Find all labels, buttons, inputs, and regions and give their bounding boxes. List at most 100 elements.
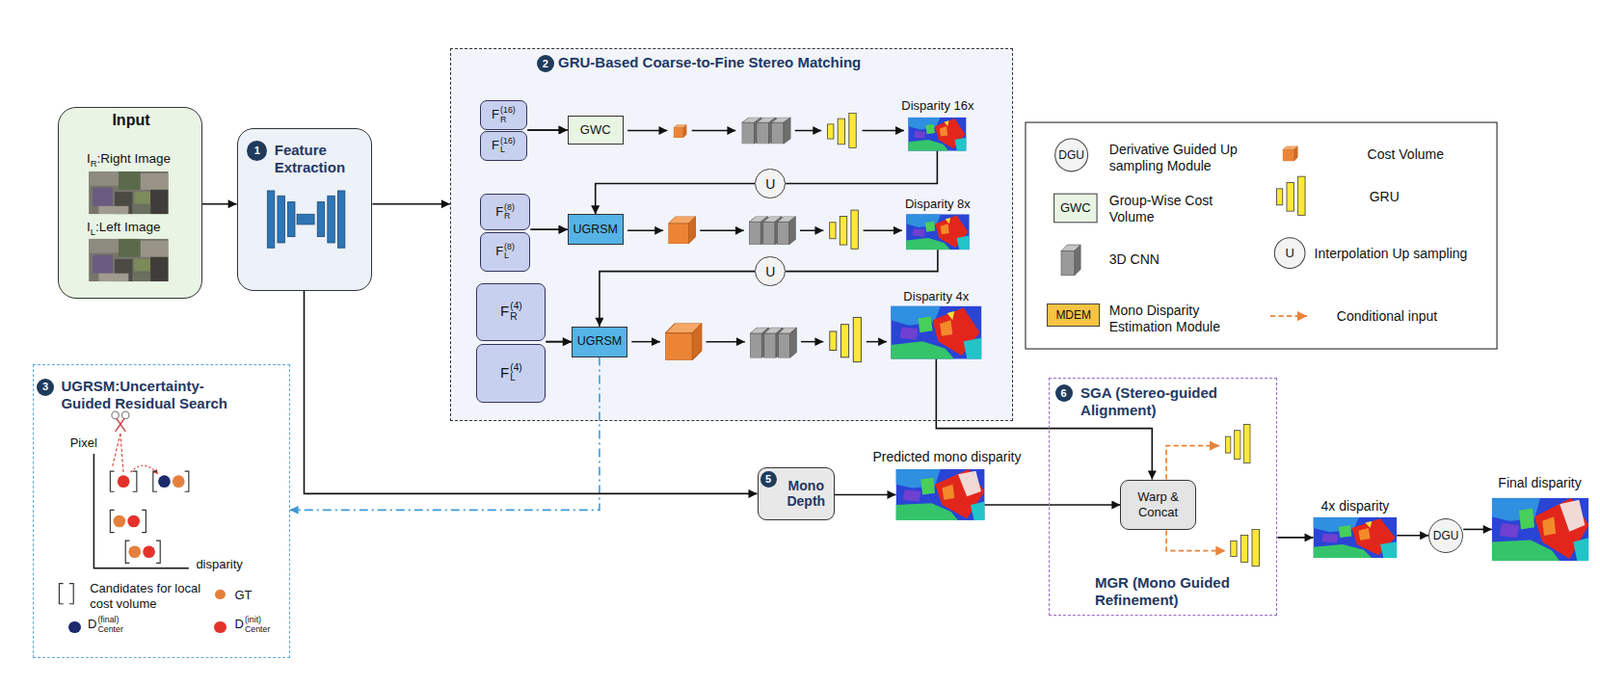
node-text: FL(8) xyxy=(495,242,515,262)
feature-map-box: FR(4) xyxy=(476,283,546,341)
legend-slot: 3D CNN xyxy=(1109,251,1212,268)
dgu-circle: DGU xyxy=(1428,518,1464,554)
node-text: IL:Left Image xyxy=(86,219,202,238)
subscript: Center xyxy=(244,625,271,635)
connector xyxy=(545,341,571,344)
upsample-circle: U xyxy=(754,256,786,288)
legend-slot: Cost Volume xyxy=(1367,146,1480,163)
node-text: FR(16) xyxy=(491,106,516,125)
connector xyxy=(527,129,567,132)
node-text: Mono Depth xyxy=(778,478,834,511)
legend-slot: GT xyxy=(234,587,275,604)
text-part: F xyxy=(491,106,500,122)
label-slot: Pixel xyxy=(63,434,105,452)
legend-slot: Interpolation Up sampling xyxy=(1314,245,1489,263)
index-stack: Center(init) xyxy=(244,615,271,635)
label-slot: U xyxy=(1274,238,1306,269)
feature-map-box: FL(16) xyxy=(480,131,529,162)
legend-text: GT xyxy=(234,587,275,604)
label-text: GWC xyxy=(1060,200,1092,216)
node-text: Final disparity xyxy=(1488,475,1593,492)
legend-slot: DCenter(final) xyxy=(87,615,170,635)
ugrsm-panel: UGRSM:Uncertainty- Guided Residual Searc… xyxy=(32,364,291,659)
text-part: F xyxy=(491,137,500,153)
legend-text: Group-Wise Cost Volume xyxy=(1109,192,1248,226)
connector xyxy=(834,494,897,497)
connector xyxy=(1463,529,1493,532)
connector xyxy=(545,341,571,344)
text-part: F xyxy=(495,243,504,259)
callout-number: 3 xyxy=(36,378,54,397)
image-frame xyxy=(907,117,966,152)
node-text: SGA (Stereo-guided Alignment) xyxy=(1080,384,1270,420)
callout-number: 1 xyxy=(246,140,267,161)
connector xyxy=(785,151,937,185)
node-text: Disparity 8x xyxy=(896,196,981,213)
disparity-map: 4x disparity xyxy=(1308,498,1401,559)
warp-concat-box: Warp & Concat xyxy=(1120,480,1196,532)
text-slot: Mono Depth xyxy=(778,468,834,520)
subscript: R xyxy=(509,312,522,323)
node-text: Feature Extraction xyxy=(274,141,369,177)
node-text: FR(4) xyxy=(500,301,523,322)
node-text: 5 xyxy=(765,474,772,485)
legend-text: Mono Disparity Estimation Module xyxy=(1109,302,1258,336)
connector xyxy=(599,271,755,327)
input-panel: InputIR:Right ImageIL:Left Image xyxy=(57,106,202,299)
index-stack: R(4) xyxy=(509,301,522,322)
node-text: 4x disparity xyxy=(1308,498,1401,515)
superscript: (16) xyxy=(500,106,516,115)
text-slot: IL:Left Image xyxy=(86,219,202,238)
text-slot: Disparity 8x xyxy=(896,196,981,213)
legend-text: DCenter(init) xyxy=(234,615,288,635)
image-frame xyxy=(906,213,970,250)
legend-text: GRU xyxy=(1369,188,1432,206)
text-part: :Left Image xyxy=(95,219,161,235)
legend-text: DCenter(final) xyxy=(87,615,170,635)
legend-text: Interpolation Up sampling xyxy=(1314,245,1489,263)
node-text: Disparity 4x xyxy=(890,289,982,305)
disparity-map: Final disparity xyxy=(1488,475,1593,561)
feature-map-box: FL(8) xyxy=(480,232,532,271)
legend-text: Conditional input xyxy=(1336,308,1480,325)
text-slot: UGRSM:Uncertainty- Guided Residual Searc… xyxy=(60,377,250,413)
node-text: UGRSM xyxy=(572,222,618,238)
node-text: FR(8) xyxy=(495,203,515,222)
legend-text: Derivative Guided Up sampling Module xyxy=(1109,141,1258,175)
label-slot: DGU xyxy=(1055,138,1089,172)
text-slot: IR:Right Image xyxy=(86,151,202,169)
label-text: DGU xyxy=(1058,148,1085,162)
node-text: UGRSM xyxy=(577,334,623,349)
image-frame xyxy=(1313,517,1398,559)
connector xyxy=(985,504,1121,507)
superscript: (4) xyxy=(509,301,522,313)
subscript: L xyxy=(509,373,522,384)
subscript: L xyxy=(500,145,516,155)
ugrsm-box: UGRSM xyxy=(567,213,624,245)
legend-text: 3D CNN xyxy=(1109,251,1212,268)
disparity-map: Disparity 16x xyxy=(896,98,981,152)
subscript: R xyxy=(500,115,516,125)
connector xyxy=(530,228,567,231)
feature-map-box: FR(8) xyxy=(480,193,532,231)
index-stack: L(4) xyxy=(509,363,522,384)
label-slot: MDEM xyxy=(1046,303,1100,326)
superscript: (4) xyxy=(509,363,522,374)
text-slot: SGA (Stereo-guided Alignment) xyxy=(1080,384,1270,420)
text-part: I xyxy=(86,151,91,166)
feature-extraction-box: Feature Extraction 1 xyxy=(237,128,374,291)
legend-swatch xyxy=(213,621,227,635)
text-part: F xyxy=(500,302,509,320)
subscript: L xyxy=(504,251,515,261)
label-text: MDEM xyxy=(1055,308,1092,322)
superscript: (8) xyxy=(504,242,515,252)
image-frame xyxy=(896,469,986,521)
text-slot: MGR (Mono Guided Refinement) xyxy=(1094,574,1274,610)
legend-slot: Derivative Guided Up sampling Module xyxy=(1109,141,1258,175)
refinement-panel: SGA (Stereo-guided Alignment) MGR (Mono G… xyxy=(1048,377,1278,617)
node-text: FL(16) xyxy=(491,136,516,156)
legend-slot: Candidates for local cost volume xyxy=(89,581,213,612)
